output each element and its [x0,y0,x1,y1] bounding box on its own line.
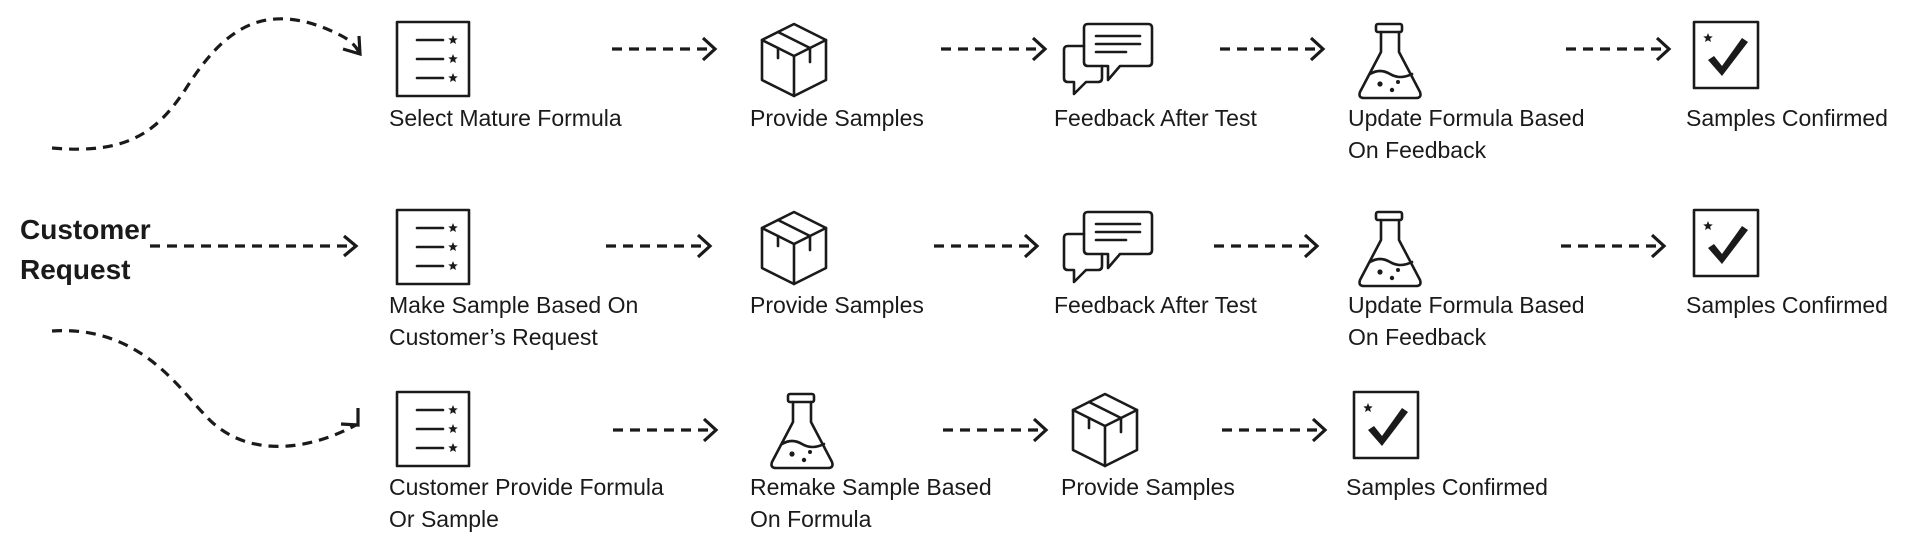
flow-arrow [934,233,1040,259]
step-label-line: Update Formula Based [1348,292,1585,318]
process-step: Samples Confirmed [1686,20,1888,131]
confirmed-check-icon [1692,208,1760,278]
flow-arrow [613,417,719,443]
step-label: Samples Confirmed [1346,474,1548,500]
start-label-line: Customer [20,214,151,245]
flow-arrow [941,36,1048,62]
process-step: Samples Confirmed [1686,208,1888,318]
step-label-line: Provide Samples [750,105,924,131]
process-step: Samples Confirmed [1346,390,1548,500]
entry-connector-row-3 [51,329,360,448]
step-label: Provide Samples [750,292,924,318]
start-label-line: Request [20,254,130,285]
step-label-line: Provide Samples [1061,474,1235,500]
process-step: Make Sample Based On Customer’s Request [389,208,638,350]
confirmed-check-icon [1692,20,1760,90]
flask-icon [1358,210,1422,288]
process-step: Update Formula Based On Feedback [1348,22,1585,163]
flow-arrow [1214,233,1320,259]
entry-connector-row-1 [51,17,362,151]
checklist-icon [395,390,471,468]
chat-bubbles-icon [1062,210,1154,284]
step-label: Provide Samples [1061,474,1235,500]
step-label-line: Samples Confirmed [1686,105,1888,131]
step-label-line: On Formula [750,506,872,532]
step-label-line: On Feedback [1348,324,1487,350]
step-label-line: Select Mature Formula [389,105,622,131]
step-label: Customer Provide Formula Or Sample [389,474,664,532]
step-label-line: Provide Samples [750,292,924,318]
start-label: Customer Request [20,214,158,285]
checklist-icon [395,20,471,98]
arrows-layer [606,36,1672,443]
step-label: Samples Confirmed [1686,105,1888,131]
process-step: Remake Sample Based On Formula [750,392,992,532]
step-label-line: Feedback After Test [1054,105,1257,131]
process-step: Provide Samples [750,210,924,318]
checklist-icon [395,208,471,286]
step-label-line: Customer’s Request [389,324,598,350]
step-label-line: Make Sample Based On [389,292,638,318]
step-label-line: Or Sample [389,506,499,532]
flow-arrow [943,417,1049,443]
flow-arrow [606,233,713,259]
process-step: Select Mature Formula [389,20,622,131]
step-label-line: Samples Confirmed [1686,292,1888,318]
step-label-line: On Feedback [1348,137,1487,163]
step-label: Samples Confirmed [1686,292,1888,318]
flow-arrow [1220,36,1326,62]
flow-arrow [612,36,718,62]
flow-arrow [1222,417,1328,443]
step-label: Make Sample Based On Customer’s Request [389,292,638,350]
step-label-line: Samples Confirmed [1346,474,1548,500]
process-step: Provide Samples [1061,392,1235,500]
process-step: Provide Samples [750,22,924,131]
process-step: Feedback After Test [1054,22,1257,131]
step-label: Update Formula Based On Feedback [1348,292,1585,350]
process-step: Update Formula Based On Feedback [1348,210,1585,350]
box-icon [1071,392,1139,468]
chat-bubbles-icon [1062,22,1154,96]
step-label-line: Customer Provide Formula [389,474,664,500]
step-label-line: Feedback After Test [1054,292,1257,318]
process-step: Customer Provide Formula Or Sample [389,390,664,532]
entry-connector-row-2 [150,234,359,258]
confirmed-check-icon [1352,390,1420,460]
flask-icon [1358,22,1422,100]
flow-arrow [1566,36,1672,62]
step-label: Remake Sample Based On Formula [750,474,992,532]
step-label: Provide Samples [750,105,924,131]
step-label-line: Update Formula Based [1348,105,1585,131]
flow-arrow [1561,233,1667,259]
step-label-line: Remake Sample Based [750,474,992,500]
step-label: Update Formula Based On Feedback [1348,105,1585,163]
step-label: Feedback After Test [1054,292,1257,318]
box-icon [760,210,828,286]
step-label: Select Mature Formula [389,105,622,131]
flask-icon [770,392,834,470]
step-label: Feedback After Test [1054,105,1257,131]
box-icon [760,22,828,98]
process-step: Feedback After Test [1054,210,1257,318]
